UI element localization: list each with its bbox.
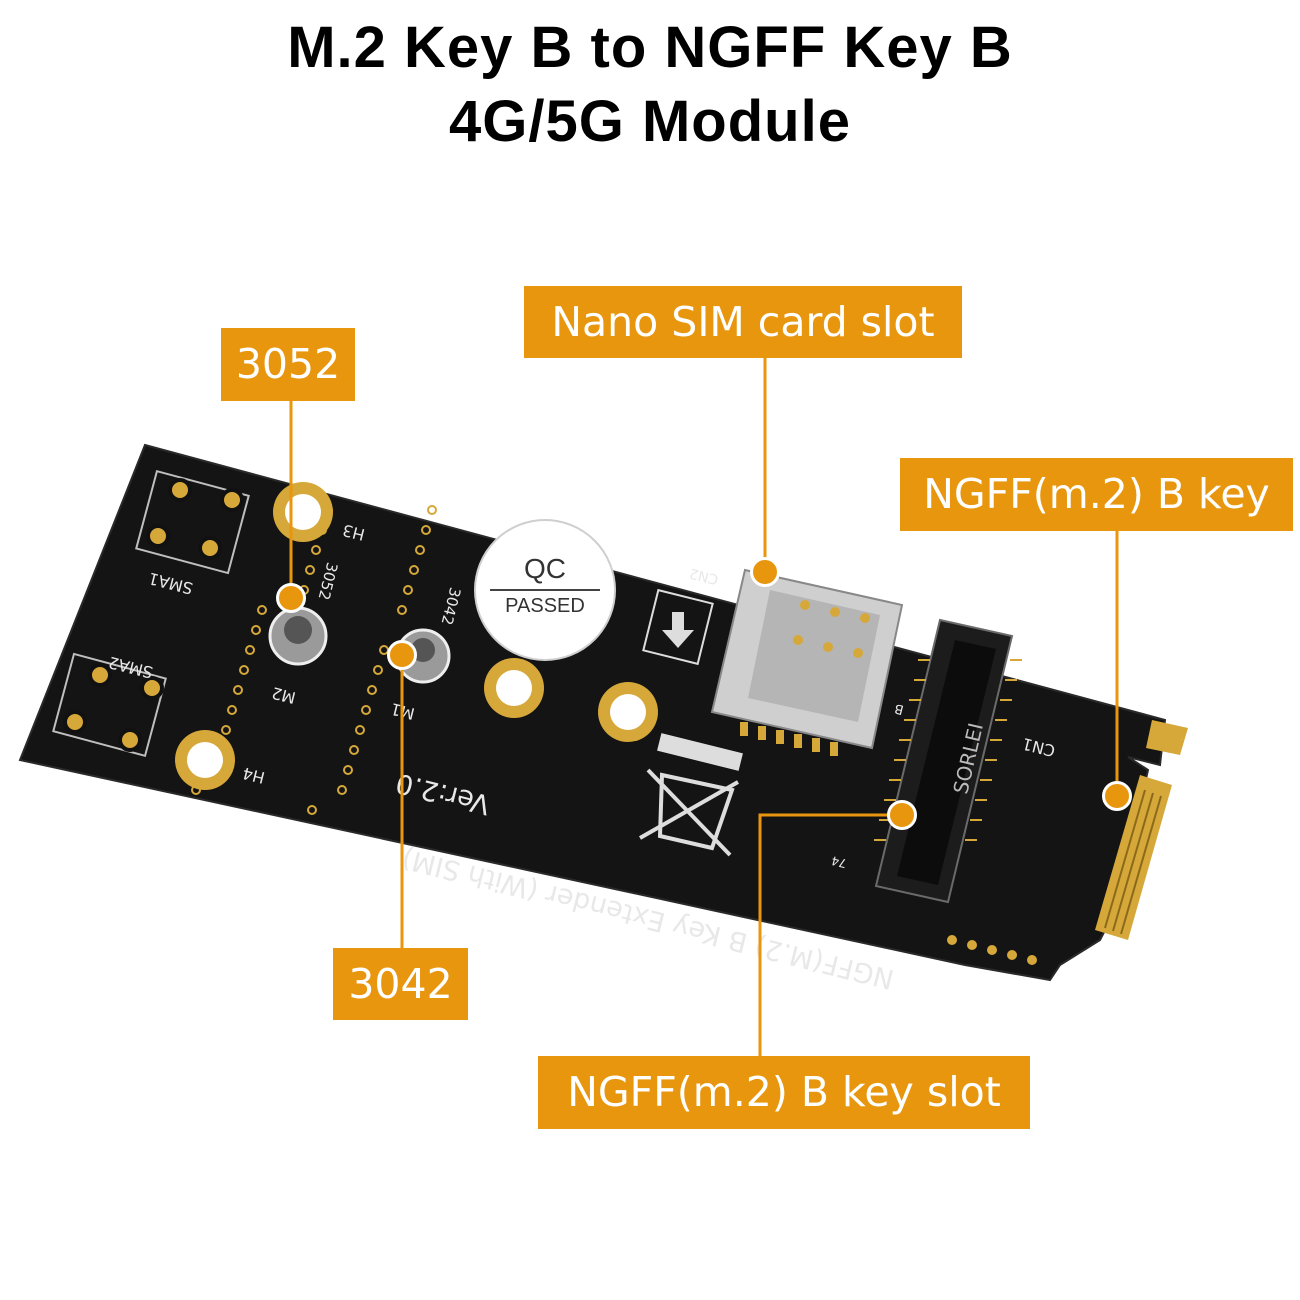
- mounting-hole-h4: [175, 730, 235, 790]
- gold-edge-connector: [1095, 720, 1188, 940]
- pcb-board: [18, 443, 1188, 982]
- leader-lines: [289, 358, 1119, 1056]
- insert-direction-arrow: [642, 588, 714, 666]
- page-title-line2: 4G/5G Module: [449, 89, 851, 154]
- sma1-pads: [135, 469, 250, 575]
- callout-3042: 3042: [333, 948, 468, 1020]
- callout-nano-sim-card-slot: Nano SIM card slot: [524, 286, 962, 358]
- label-h4: H4: [241, 763, 267, 787]
- label-h3: H3: [341, 520, 367, 544]
- via-row-middle: [307, 505, 437, 815]
- marker-ngff-b-key-slot: [887, 800, 917, 830]
- mounting-hole-mid1: [484, 658, 544, 718]
- mounting-hole-mid2: [598, 682, 658, 742]
- passed-label: PASSED: [505, 595, 585, 617]
- label-pin-b: B: [893, 700, 905, 717]
- callout-3052: 3052: [221, 328, 355, 401]
- marker-3052: [276, 583, 306, 613]
- nano-sim-slot: [710, 568, 904, 756]
- qc-passed-sticker: [474, 519, 616, 661]
- marker-ngff-b-key: [1102, 781, 1132, 811]
- sma2-pads: [52, 652, 167, 758]
- callout-ngff-b-key: NGFF(m.2) B key: [900, 458, 1293, 531]
- m2-b-key-socket: [874, 618, 1022, 904]
- page-title-line1: M.2 Key B to NGFF Key B: [287, 15, 1013, 80]
- weee-bin-icon: [639, 733, 743, 857]
- standoff-3052: [268, 606, 328, 666]
- marker-nano-sim: [750, 557, 780, 587]
- test-pads: [947, 935, 1037, 965]
- qc-label: QC: [524, 553, 566, 584]
- callout-ngff-b-key-slot: NGFF(m.2) B key slot: [538, 1056, 1030, 1129]
- label-cn2: CN2: [688, 565, 720, 588]
- label-pin74: 74: [830, 853, 848, 870]
- marker-3042: [387, 640, 417, 670]
